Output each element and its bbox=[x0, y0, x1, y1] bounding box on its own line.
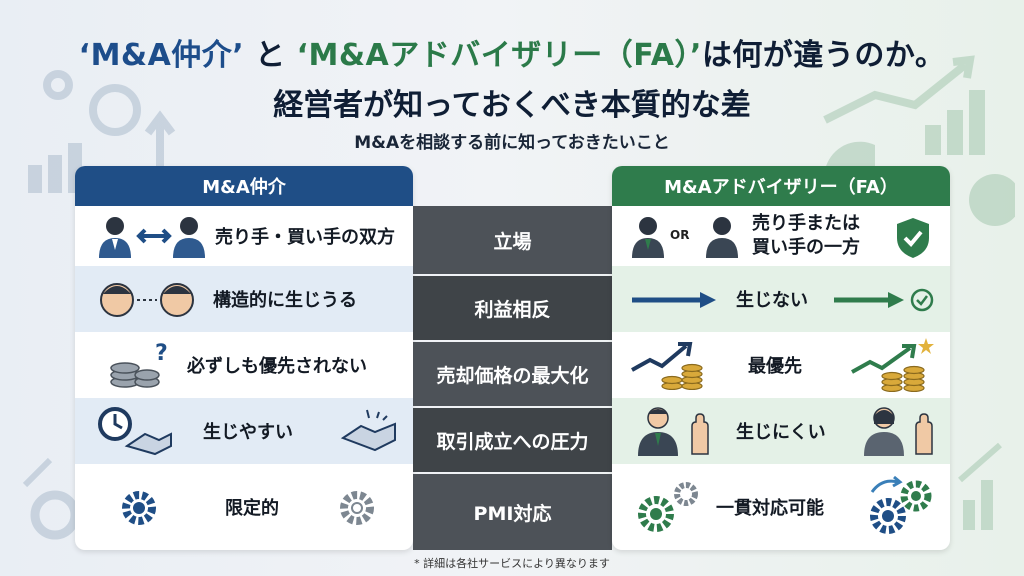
page-title-line1: ‘M&A仲介’ と ‘M&Aアドバイザリー（FA）’は何が違うのか。 bbox=[78, 38, 946, 73]
advisor-pmi-text: 一貫対応可能 bbox=[716, 498, 824, 519]
advisor-row-pmi: 一貫対応可能 bbox=[612, 464, 950, 550]
background-chart-right-icon bbox=[823, 55, 1015, 226]
person-or-person-icon bbox=[632, 217, 738, 258]
advisor-price-text: 最優先 bbox=[748, 356, 802, 377]
broker-position-text: 売り手・買い手の双方 bbox=[215, 227, 395, 248]
broker-row-conflict: 構造的に生じうる bbox=[75, 266, 413, 332]
background-gears-left-icon bbox=[28, 70, 176, 193]
broker-pressure-text: 生じやすい bbox=[203, 422, 293, 443]
advisor-position-text: 売り手または 買い手の一方 bbox=[752, 213, 860, 258]
advisor-row-position: OR 売り手または 買い手の一方 bbox=[612, 206, 950, 266]
gear-outline-icon bbox=[340, 491, 374, 525]
arrow-right-icon bbox=[632, 292, 716, 308]
term-advisor: M&Aアドバイザリー（FA） bbox=[308, 38, 691, 73]
stop-hand-icon bbox=[864, 407, 933, 456]
or-label: OR bbox=[670, 228, 690, 242]
person-stop-hand-icon bbox=[638, 407, 709, 456]
criterion-conflict: 利益相反 bbox=[413, 276, 612, 340]
criterion-pmi: PMI対応 bbox=[413, 474, 612, 550]
conflicted-faces-icon bbox=[100, 283, 194, 317]
broker-pmi-text: 限定的 bbox=[225, 498, 279, 519]
gears-pair-icon bbox=[638, 482, 698, 532]
criterion-price: 売却価格の最大化 bbox=[413, 342, 612, 406]
coins-question-icon: ? bbox=[110, 341, 168, 388]
shield-check-icon bbox=[897, 218, 929, 258]
advisor-row-price: 最優先 bbox=[612, 332, 950, 398]
broker-row-position: 売り手・買い手の双方 bbox=[75, 206, 413, 266]
background-chart-bottom-right-icon bbox=[958, 442, 1002, 530]
gears-cycle-icon bbox=[870, 475, 932, 534]
advisor-pressure-text: 生じにくい bbox=[736, 422, 826, 443]
criterion-pressure: 取引成立への圧力 bbox=[413, 408, 612, 472]
growth-coins-icon bbox=[631, 342, 703, 390]
footnote: * 詳細は各社サービスにより異なります bbox=[414, 557, 610, 570]
broker-conflict-text: 構造的に生じうる bbox=[213, 290, 357, 311]
arrow-check-icon bbox=[834, 288, 934, 312]
svg-text:?: ? bbox=[155, 341, 168, 366]
advisor-row-pressure: 生じにくい bbox=[612, 398, 950, 464]
handshake-icon bbox=[340, 409, 396, 452]
clock-handshake-icon bbox=[98, 407, 172, 456]
page-title-line2: 経営者が知っておくべき本質的な差 bbox=[273, 88, 751, 123]
advisor-row-conflict: 生じない bbox=[612, 266, 950, 332]
gear-icon bbox=[122, 491, 156, 525]
page-subtitle: M&Aを相談する前に知っておきたいこと bbox=[354, 133, 670, 153]
broker-card: M&A仲介 売り手・買い手の双方 構造的に生じうる bbox=[75, 166, 413, 550]
broker-row-pressure: 生じやすい bbox=[75, 398, 413, 464]
broker-row-pmi: 限定的 bbox=[75, 464, 413, 550]
advisor-card-header: M&Aアドバイザリー（FA） bbox=[612, 166, 950, 206]
broker-card-header: M&A仲介 bbox=[75, 166, 413, 206]
term-broker: M&A仲介 bbox=[90, 38, 233, 73]
growth-coins-star-icon bbox=[851, 338, 934, 392]
criterion-position: 立場 bbox=[413, 206, 612, 274]
advisor-card: M&Aアドバイザリー（FA） OR 売り手または 買い手の一方 生じない bbox=[612, 166, 950, 550]
broker-row-price: ? 必ずしも優先されない bbox=[75, 332, 413, 398]
advisor-conflict-text: 生じない bbox=[736, 290, 808, 311]
two-people-arrows-icon bbox=[99, 217, 205, 258]
broker-price-text: 必ずしも優先されない bbox=[187, 356, 367, 377]
